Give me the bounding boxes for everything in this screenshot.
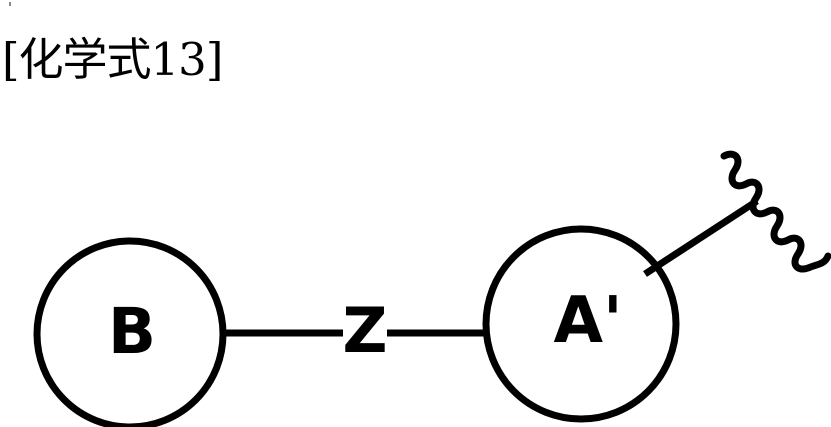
attachment-bond-line <box>643 198 759 277</box>
scan-artifact-speck <box>9 2 11 6</box>
formula-caption: [化学式13] <box>2 33 223 86</box>
linker-z-label: Z <box>342 294 388 367</box>
wavy-attachment-bond <box>720 150 831 273</box>
group-b-label: B <box>107 295 157 368</box>
group-a-prime-label: A' <box>553 284 623 358</box>
group-a-prime-circle <box>482 225 680 423</box>
